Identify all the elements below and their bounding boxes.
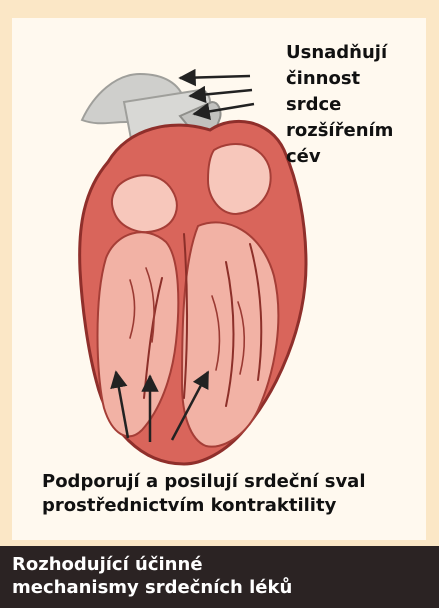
right-atrium: [112, 175, 177, 232]
footer-banner: Rozhodující účinné mechanismy srdečních …: [0, 546, 439, 608]
vessel-dilation-caption: Usnadňují činnost srdce rozšířením cév: [286, 40, 426, 170]
contractility-caption: Podporují a posilují srdeční sval prostř…: [42, 470, 427, 518]
left-ventricle: [182, 222, 278, 446]
vessel-arrow-1: [180, 76, 250, 78]
diagram-panel: Usnadňují činnost srdce rozšířením cév P…: [12, 18, 426, 540]
footer-title: Rozhodující účinné mechanismy srdečních …: [12, 553, 432, 599]
